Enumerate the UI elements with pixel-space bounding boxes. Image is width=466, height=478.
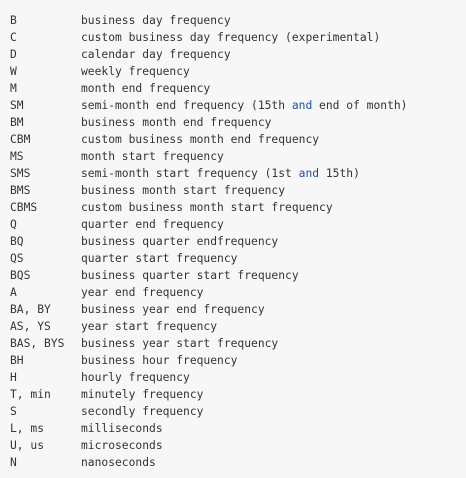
alias-description: business quarter endfrequency [81, 235, 279, 248]
alias-description: hourly frequency [81, 371, 190, 384]
alias-code: B [10, 14, 17, 27]
alias-row: W weekly frequency [10, 63, 466, 80]
alias-code: SMS [10, 167, 31, 180]
alias-description: year start frequency [81, 320, 218, 333]
alias-description: business day frequency [81, 14, 231, 27]
alias-row: A year end frequency [10, 284, 466, 301]
alias-description: custom business month end frequency [81, 133, 320, 146]
alias-code: BH [10, 354, 24, 367]
alias-row: D calendar day frequency [10, 46, 466, 63]
alias-code: BQ [10, 235, 24, 248]
alias-row: C custom business day frequency (experim… [10, 29, 466, 46]
alias-code: MS [10, 150, 24, 163]
alias-description: business year end frequency [81, 303, 265, 316]
alias-code: D [10, 48, 17, 61]
alias-description: custom business month start frequency [81, 201, 333, 214]
alias-code: S [10, 405, 17, 418]
alias-code: AS, YS [10, 320, 51, 333]
alias-code: BAS, BYS [10, 337, 65, 350]
alias-code: BQS [10, 269, 31, 282]
alias-code: CBMS [10, 201, 38, 214]
alias-row: CBM custom business month end frequency [10, 131, 466, 148]
alias-row: BM business month end frequency [10, 114, 466, 131]
description-text: semi-month end frequency (15th [81, 99, 292, 112]
alias-row: S secondly frequency [10, 403, 466, 420]
alias-code: CBM [10, 133, 31, 146]
alias-description: business month start frequency [81, 184, 286, 197]
alias-description: business hour frequency [81, 354, 238, 367]
alias-row: N nanoseconds [10, 454, 466, 471]
alias-description: calendar day frequency [81, 48, 231, 61]
alias-row: M month end frequency [10, 80, 466, 97]
alias-description: milliseconds [81, 422, 163, 435]
alias-code: T, min [10, 388, 51, 401]
alias-description: business year start frequency [81, 337, 279, 350]
alias-code: BA, BY [10, 303, 51, 316]
alias-code: M [10, 82, 17, 95]
description-text: 15th) [319, 167, 360, 180]
alias-row: SMS semi-month start frequency (1st and … [10, 165, 466, 182]
alias-code: SM [10, 99, 24, 112]
keyword-and: and [291, 99, 313, 112]
alias-row: Q quarter end frequency [10, 216, 466, 233]
alias-row: BQS business quarter start frequency [10, 267, 466, 284]
alias-description: quarter start frequency [81, 252, 238, 265]
alias-description: business month end frequency [81, 116, 272, 129]
alias-description: year end frequency [81, 286, 204, 299]
alias-description: month end frequency [81, 82, 211, 95]
alias-description: weekly frequency [81, 65, 190, 78]
alias-description: custom business day frequency (experimen… [81, 31, 381, 44]
alias-description: nanoseconds [81, 456, 156, 469]
alias-description: semi-month start frequency (1st and 15th… [81, 165, 466, 182]
alias-row: BQ business quarter endfrequency [10, 233, 466, 250]
alias-row: CBMS custom business month start frequen… [10, 199, 466, 216]
alias-row: BMS business month start frequency [10, 182, 466, 199]
alias-code: N [10, 456, 17, 469]
alias-row: QS quarter start frequency [10, 250, 466, 267]
alias-row: H hourly frequency [10, 369, 466, 386]
alias-row: T, min minutely frequency [10, 386, 466, 403]
alias-code: L, ms [10, 422, 45, 435]
alias-row: U, us microseconds [10, 437, 466, 454]
alias-row: BAS, BYS business year start frequency [10, 335, 466, 352]
alias-row: SM semi-month end frequency (15th and en… [10, 97, 466, 114]
alias-description: minutely frequency [81, 388, 204, 401]
alias-code: Q [10, 218, 17, 231]
alias-code: BMS [10, 184, 31, 197]
alias-description: secondly frequency [81, 405, 204, 418]
alias-code: W [10, 65, 17, 78]
alias-row: AS, YS year start frequency [10, 318, 466, 335]
alias-description: month start frequency [81, 150, 224, 163]
alias-description: semi-month end frequency (15th and end o… [81, 97, 466, 114]
alias-row: B business day frequency [10, 12, 466, 29]
alias-code: H [10, 371, 17, 384]
alias-row: BH business hour frequency [10, 352, 466, 369]
keyword-and: and [298, 167, 320, 180]
alias-description: microseconds [81, 439, 163, 452]
alias-code: BM [10, 116, 24, 129]
alias-row: BA, BY business year end frequency [10, 301, 466, 318]
alias-code: C [10, 31, 17, 44]
alias-code: A [10, 286, 17, 299]
alias-code: U, us [10, 439, 45, 452]
alias-code: QS [10, 252, 24, 265]
alias-description: business quarter start frequency [81, 269, 299, 282]
alias-description: quarter end frequency [81, 218, 224, 231]
description-text: semi-month start frequency (1st [81, 167, 299, 180]
alias-row: MS month start frequency [10, 148, 466, 165]
description-text: end of month) [312, 99, 408, 112]
alias-row: L, ms milliseconds [10, 420, 466, 437]
